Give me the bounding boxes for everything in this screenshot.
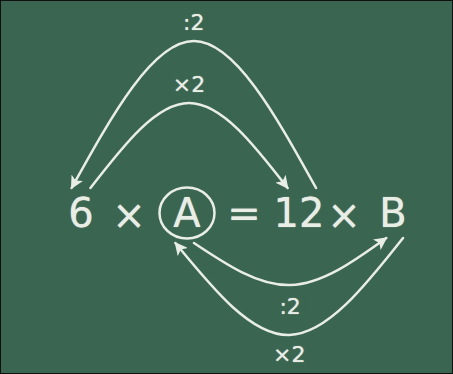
term-text: 6 [68,193,93,233]
term-node: 12 [271,191,328,235]
term-text: 12 [274,193,325,233]
chalk-arrow [194,238,386,285]
term-text: A [173,193,200,233]
term-text: B [379,193,406,233]
operator-sign: × [327,195,361,235]
term-node: 6 [65,191,96,235]
term-node: B [376,191,409,235]
circled-variable: A [158,186,216,240]
operation-label: :2 [180,12,207,34]
chalk-arrow [175,238,403,335]
chalk-arrow [72,41,317,188]
operation-label: :2 [276,296,303,318]
operator-sign: = [227,193,261,233]
operation-label: ×2 [270,344,308,366]
operator-sign: × [112,195,146,235]
chalk-arrow [90,103,287,188]
operation-label: ×2 [170,74,208,96]
